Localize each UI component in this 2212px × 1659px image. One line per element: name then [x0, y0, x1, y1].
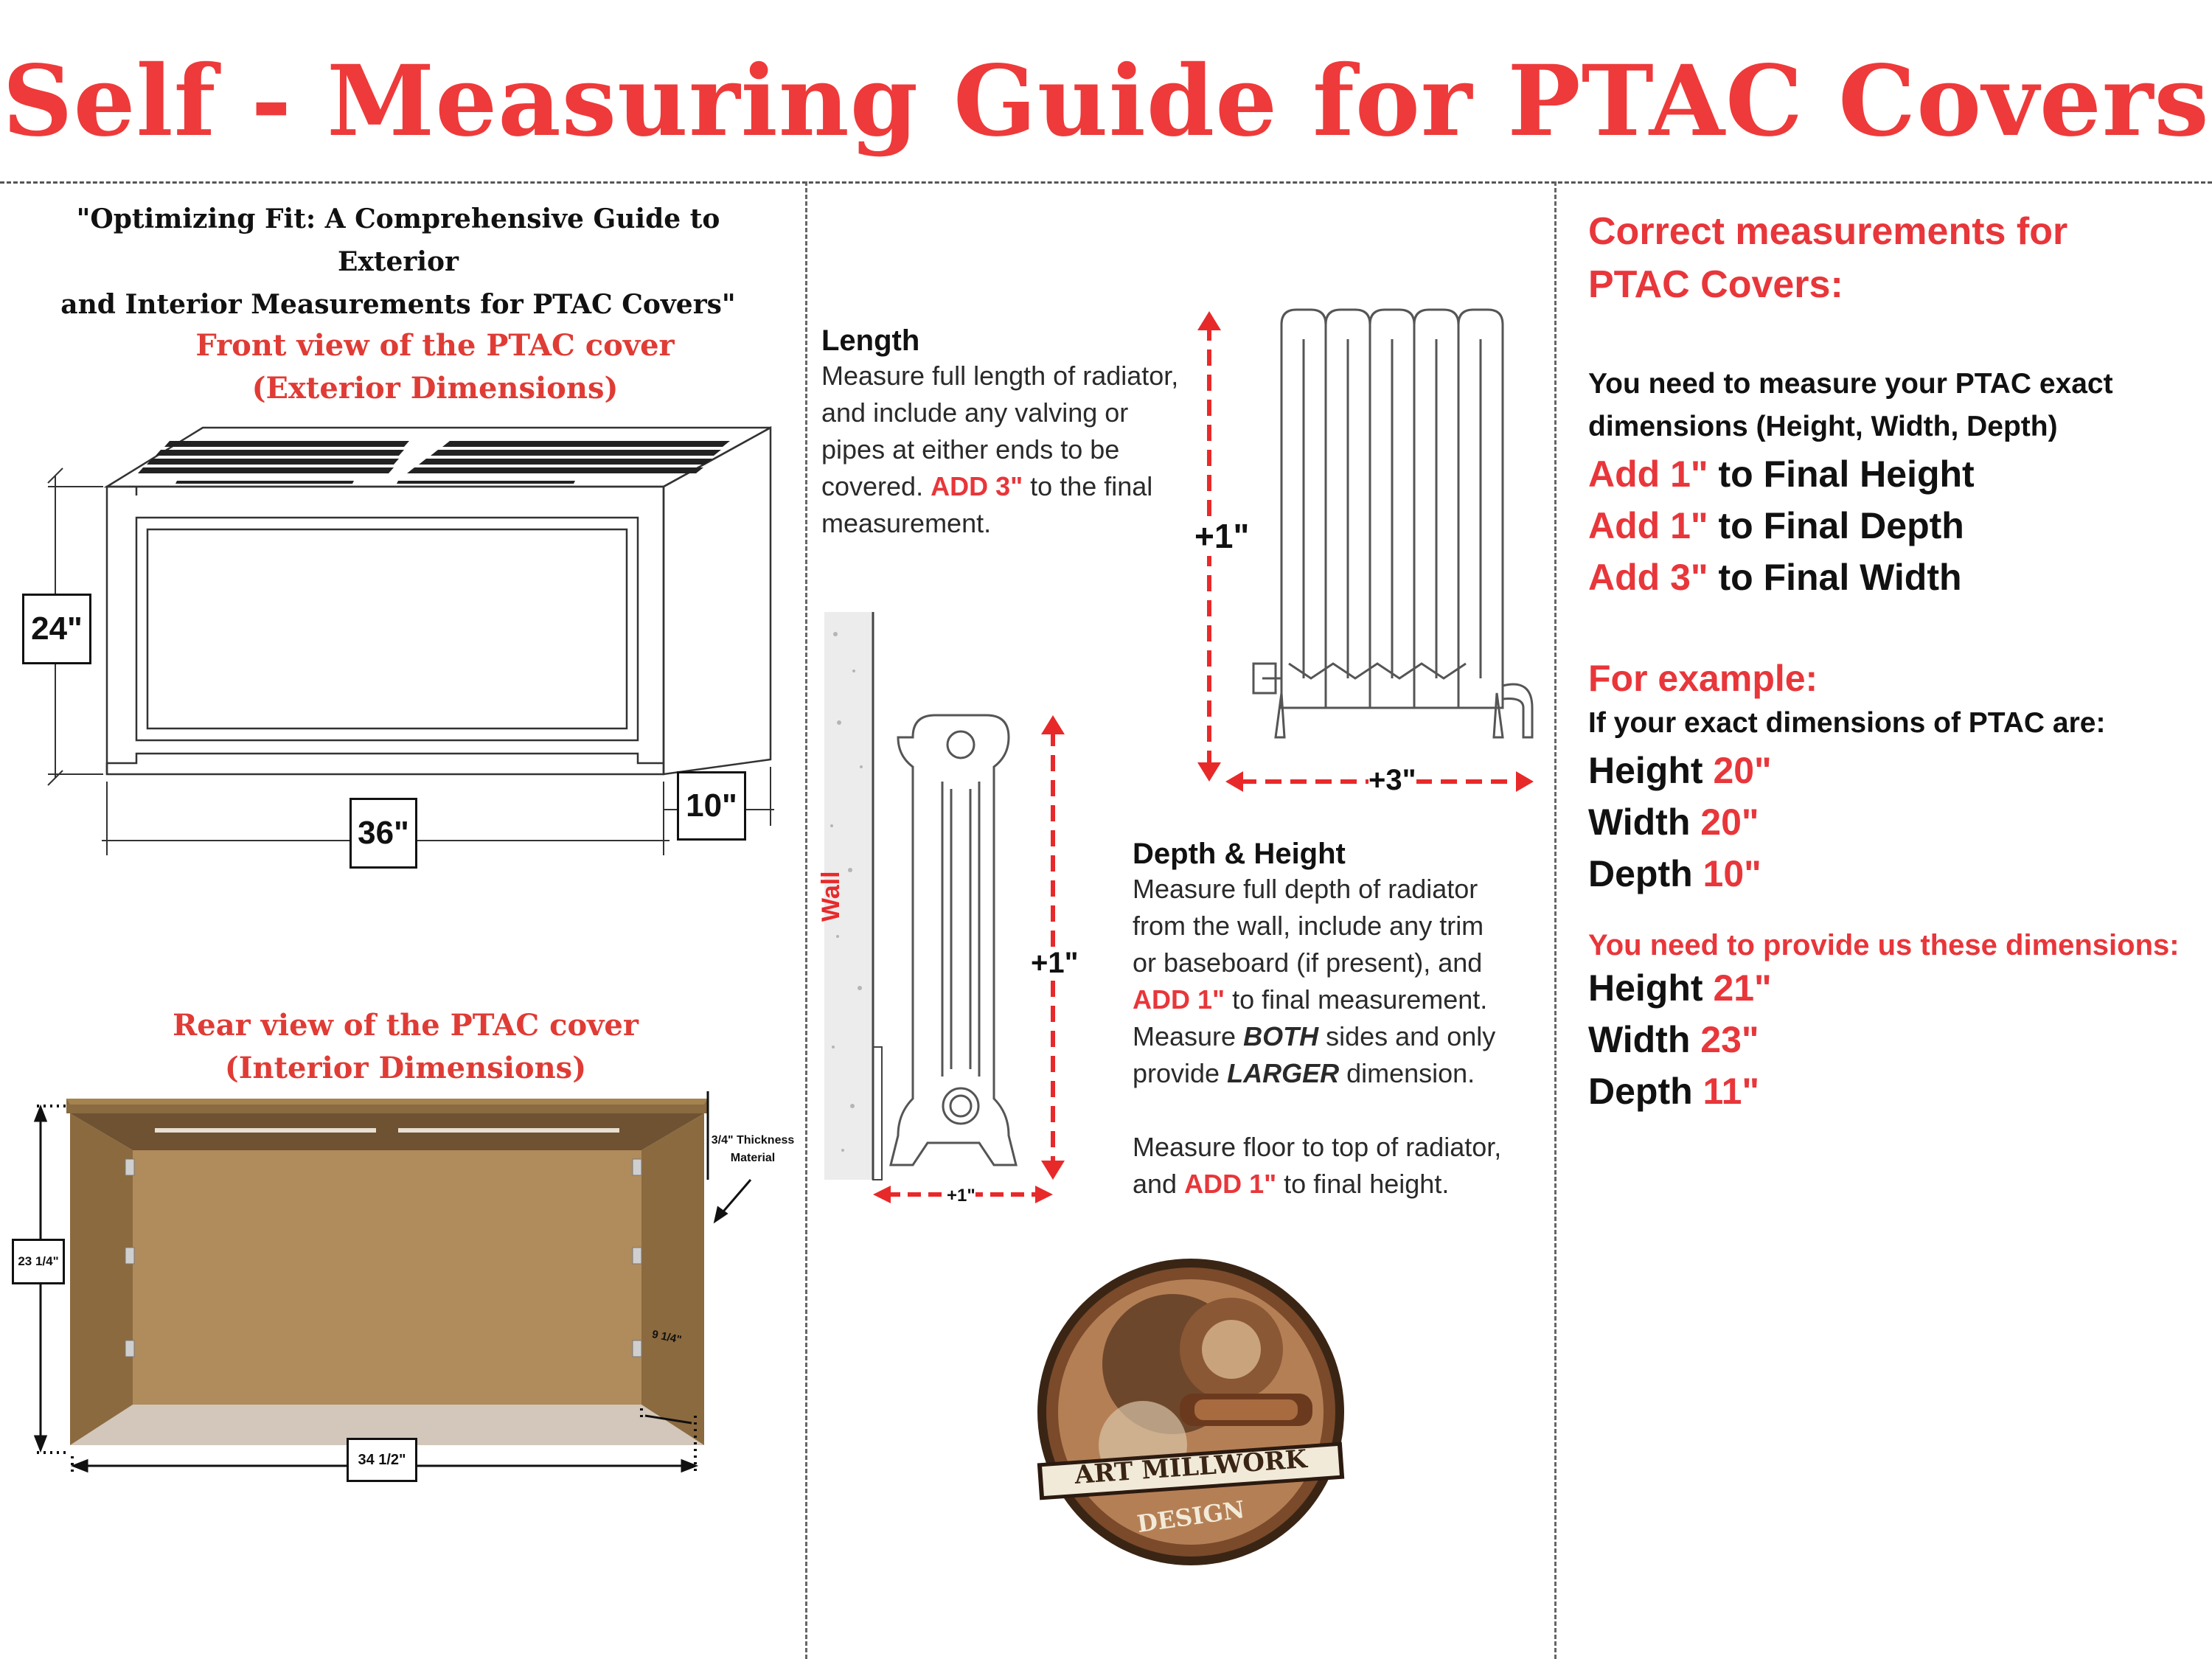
- dh-line-4: ADD 1" to final measurement.: [1133, 984, 1488, 1015]
- front-caption-line-1: Front view of the PTAC cover: [195, 328, 675, 363]
- length-instructions: Length Measure full length of radiator, …: [821, 324, 1234, 542]
- length-line-5: measurement.: [821, 508, 992, 538]
- subtitle-line-1: "Optimizing Fit: A Comprehensive Guide t…: [76, 204, 720, 277]
- front-depth-label: 10": [677, 771, 746, 841]
- logo-emblem-icon: [1037, 1259, 1345, 1565]
- rear-view-caption: Rear view of the PTAC cover (Interior Di…: [74, 1004, 737, 1090]
- length-line-4: covered. ADD 3" to the final: [821, 471, 1153, 501]
- dh-line-3: or baseboard (if present), and: [1133, 947, 1483, 978]
- width-plus-label: +3": [1368, 764, 1416, 797]
- front-view-drawing: [47, 425, 774, 855]
- length-line-3: pipes at either ends to be: [821, 434, 1120, 465]
- thickness-note-line-1: 3/4" Thickness: [711, 1134, 795, 1147]
- measurement-rules-panel: Correct measurements for PTAC Covers: Yo…: [1588, 205, 2208, 1117]
- dh-line-8: and ADD 1" to final height.: [1133, 1169, 1450, 1199]
- rear-height-label: 23 1/4": [12, 1239, 65, 1284]
- front-view-caption: Front view of the PTAC cover (Exterior D…: [103, 324, 767, 410]
- thickness-note: 3/4" Thickness Material: [705, 1132, 801, 1167]
- rear-width-label: 34 1/2": [347, 1438, 417, 1482]
- rule-depth: Add 1" to Final Depth: [1588, 505, 1964, 546]
- dh-line-5: Measure BOTH sides and only: [1133, 1021, 1496, 1051]
- rear-caption-line-2: (Interior Dimensions): [224, 1051, 587, 1085]
- rules-heading-line-1: Correct measurements for: [1588, 210, 2068, 253]
- header-divider: [0, 181, 2212, 184]
- guide-subtitle: "Optimizing Fit: A Comprehensive Guide t…: [15, 198, 782, 326]
- front-height-label: 24": [22, 594, 91, 664]
- intro-line-1: You need to measure your PTAC exact: [1588, 368, 2113, 400]
- radiator-side-illustration: [824, 612, 1065, 1203]
- subtitle-line-2: and Interior Measurements for PTAC Cover…: [60, 289, 736, 320]
- rear-view-drawing: [33, 1091, 752, 1475]
- depth-plus-label: +1": [947, 1186, 975, 1206]
- provide-height: Height 21": [1588, 967, 1772, 1009]
- rule-width: Add 3" to Final Width: [1588, 557, 1962, 598]
- example-width: Width 20": [1588, 801, 1759, 843]
- example-heading: For example:: [1588, 658, 1818, 699]
- dh-line-2: from the wall, include any trim: [1133, 911, 1484, 941]
- top-height-plus-label: +1": [1194, 516, 1250, 556]
- art-millwork-logo: ART MILLWORK DESIGN: [1032, 1253, 1349, 1571]
- example-height: Height 20": [1588, 750, 1772, 791]
- length-line-2: and include any valving or: [821, 397, 1129, 428]
- rule-height: Add 1" to Final Height: [1588, 453, 1975, 495]
- example-intro: If your exact dimensions of PTAC are:: [1588, 707, 2106, 739]
- dh-line-6: provide LARGER dimension.: [1133, 1058, 1475, 1088]
- depth-height-title: Depth & Height: [1133, 838, 1346, 870]
- provide-width: Width 23": [1588, 1019, 1759, 1060]
- thickness-note-line-2: Material: [730, 1152, 776, 1164]
- dh-line-7: Measure floor to top of radiator,: [1133, 1132, 1502, 1162]
- example-depth: Depth 10": [1588, 853, 1761, 894]
- length-line-1: Measure full length of radiator,: [821, 361, 1179, 391]
- side-height-plus-label: +1": [1031, 947, 1079, 980]
- rear-caption-line-1: Rear view of the PTAC cover: [173, 1008, 639, 1043]
- rules-heading-line-2: PTAC Covers:: [1588, 263, 1843, 306]
- provide-heading: You need to provide us these dimensions:: [1588, 929, 2180, 961]
- column-divider-right: [1554, 181, 1557, 1659]
- front-width-label: 36": [349, 798, 417, 869]
- intro-line-2: dimensions (Height, Width, Depth): [1588, 411, 2058, 442]
- page-title: Self - Measuring Guide for PTAC Covers: [2, 44, 2210, 159]
- radiator-front-illustration: [1197, 308, 1534, 792]
- front-caption-line-2: (Exterior Dimensions): [251, 371, 619, 406]
- dh-line-1: Measure full depth of radiator: [1133, 874, 1478, 904]
- provide-depth: Depth 11": [1588, 1071, 1760, 1112]
- length-title: Length: [821, 324, 920, 357]
- depth-height-instructions: Depth & Height Measure full depth of rad…: [1133, 838, 1545, 1203]
- wall-label: Wall: [817, 871, 845, 922]
- column-divider-left: [805, 181, 807, 1659]
